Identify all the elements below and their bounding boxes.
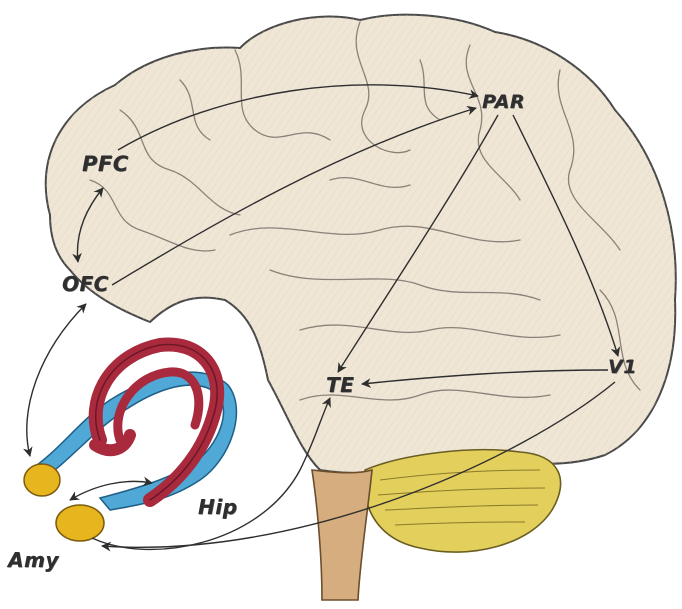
label-par: PAR — [482, 91, 525, 113]
label-v1: V1 — [608, 356, 637, 378]
cerebellum — [364, 450, 560, 552]
label-ofc: OFC — [62, 272, 109, 296]
brainstem — [312, 470, 372, 600]
label-pfc: PFC — [82, 152, 129, 176]
label-amy: Amy — [8, 548, 59, 572]
label-te: TE — [326, 373, 354, 397]
amygdala-upper — [24, 464, 60, 496]
amygdala-lower — [56, 505, 104, 541]
label-hip: Hip — [198, 495, 237, 519]
